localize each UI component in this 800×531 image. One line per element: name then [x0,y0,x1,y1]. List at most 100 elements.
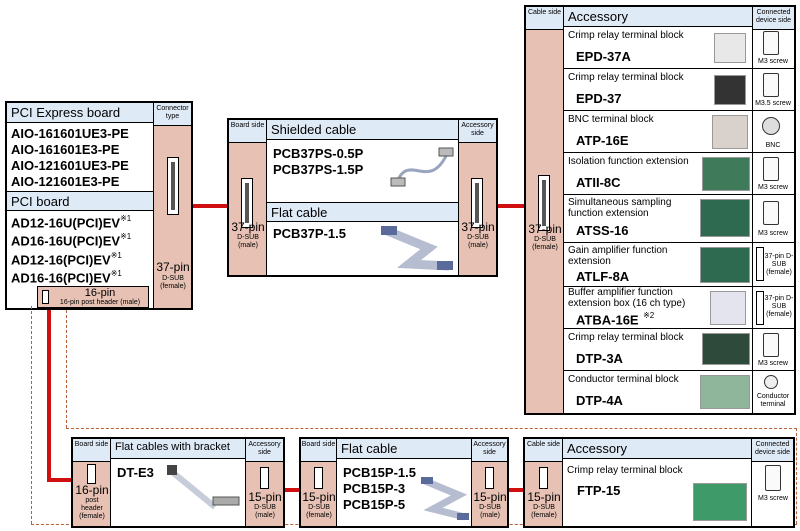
connector-type-column: Connector type 37-pin D-SUB (female) [153,103,191,308]
post-header-icon [42,290,49,304]
row-title: Crimp relay terminal block [568,72,684,83]
flat-model-list: PCB15P-1.5 PCB15P-3 PCB15P-5 [343,465,416,513]
connector-pins: 15-pin [527,490,561,504]
pci-model-list: AD12-16U(PCI)EV※1 AD16-16U(PCI)EV※1 AD12… [11,214,153,287]
flat-model: PCB37P-1.5 [273,226,346,241]
flat-cable-image [381,225,453,271]
row-title: Crimp relay terminal block [567,465,683,476]
connector-pins: 37-pin [156,260,190,274]
pci-board-group: PCI Express board AIO-161601UE3-PE AIO-1… [5,101,193,310]
accessory-group: Cable side 37-pin D-SUB (female) Accesso… [524,5,796,415]
screw-terminal-icon [763,201,779,225]
connector-gender: (female) [160,283,186,290]
pci-express-header: PCI Express board [7,103,153,123]
pcb-board-image [700,247,750,283]
link-cable-to-accessory [497,204,524,208]
connector-gender: (male) [468,242,488,249]
device-side-label: Connected device side [753,7,794,30]
dsub-15-connector-icon [260,467,269,489]
dsub-15-connector-icon [539,467,548,489]
connector-type-label: Connector type [154,103,191,126]
bottom-device-side-column: Connected device side M3 screw [751,439,793,526]
pci-board-header: PCI board [7,191,153,211]
pci-model: AD12-16U(PCI)EV※1 [11,214,132,231]
pcb-board-image [702,157,750,191]
connector-type: D-SUB [162,275,184,282]
shielded-model: PCB37PS-1.5P [273,162,364,177]
row-title: Simultaneous sampling function extension [568,197,672,219]
flat-cable-group: Board side 15-pin D-SUB (female) Flat ca… [299,437,509,528]
row-device: 37-pin D-SUB (female) [764,253,794,276]
row-device: Conductor terminal [756,393,790,408]
row-title: BNC terminal block [568,114,654,125]
flat-model: PCB15P-1.5 [343,465,416,480]
accessory-side-label: Accessory side [459,120,496,143]
dsub-connector-icon [756,247,764,281]
pci-model: AD16-16(PCI)EV※1 [11,268,122,286]
accessory-row: Crimp relay terminal block DTP-3A M3 scr… [564,329,794,371]
flat-board-side-column: Board side 15-pin D-SUB (female) [301,439,337,526]
shielded-cable-image [390,147,454,187]
flat-header: Flat cable [337,439,471,459]
connector-desc: (female) [79,513,105,520]
accessory-row: Gain amplifier function extension ATLF-8… [564,243,794,287]
connector-gender: (female) [306,512,332,519]
link-bracket-to-flat [285,488,299,492]
pci-model: AD16-16U(PCI)EV※1 [11,232,132,249]
row-model: ATLF-8A [576,269,630,284]
bracket-model: DT-E3 [117,465,154,480]
screw-terminal-icon [763,333,779,357]
row-device: M3 screw [758,230,788,237]
screw-terminal-icon [763,31,779,55]
terminal-block-image [693,483,747,521]
accessory-row: BNC terminal block ATP-16E BNC [564,111,794,153]
express-model: AIO-121601UE3-PE [11,158,129,173]
connector-pins: 15-pin [302,490,336,504]
connector-pins: 16-pin [75,483,109,497]
connector-gender: (female) [531,512,557,519]
pci-model: AD12-16(PCI)EV※1 [11,250,122,267]
flat-cable-header: Flat cable [267,202,458,222]
shielded-model: PCB37PS-0.5P [273,146,364,161]
dsub-connector-icon [756,291,764,325]
bracket-board-side-column: Board side 16-pin post header (female) [73,439,111,526]
bracket-header: Flat cables with bracket [111,439,245,459]
terminal-block-image [714,33,746,63]
link-flat-to-accessory [509,488,523,492]
row-device: M3 screw [758,58,788,65]
row-title: Crimp relay terminal block [568,30,684,41]
cable-side-label: Cable side [526,7,563,30]
flat-model: PCB15P-3 [343,481,406,496]
post-header-pins: 16-pin [84,287,116,299]
row-model: DTP-3A [576,351,623,366]
screw-terminal-icon [763,157,779,181]
express-model: AIO-161601UE3-PE [11,126,129,141]
row-model: DTP-4A [576,393,623,408]
terminal-block-image [700,375,750,409]
connector-type: D-SUB [533,504,555,511]
terminal-block-image [714,75,746,105]
link-board-to-cable [193,204,227,208]
board-side-label: Board side [301,439,336,462]
pcb-board-image [700,199,750,237]
connector-pins: 15-pin [473,490,507,504]
bnc-block-image [712,115,748,149]
bnc-connector-icon [762,117,780,135]
express-model: AIO-121601E3-PE [11,174,120,189]
accessory-cable-side-column: Cable side 37-pin D-SUB (female) [526,7,564,413]
accessory-row: Crimp relay terminal block EPD-37A M3 sc… [564,27,794,69]
express-model: AIO-161601E3-PE [11,142,120,157]
connector-type: D-SUB [467,234,489,241]
connector-type: D-SUB [308,504,330,511]
accessory-side-label: Accessory side [246,439,283,462]
screw-terminal-icon [765,465,781,491]
dsub-37-connector-icon [471,178,483,228]
screw-terminal-icon [763,73,779,97]
dsub-37-connector-icon [538,175,550,231]
row-device: M3 screw [758,184,788,191]
row-model: ATSS-16 [576,223,629,238]
bottom-accessory-group: Cable side 15-pin D-SUB (female) Accesso… [523,437,795,528]
cable-group: Board side 37-pin D-SUB (male) Shielded … [227,118,498,277]
row-title: Conductor terminal block [568,374,679,385]
accessory-header: Accessory [564,7,752,27]
